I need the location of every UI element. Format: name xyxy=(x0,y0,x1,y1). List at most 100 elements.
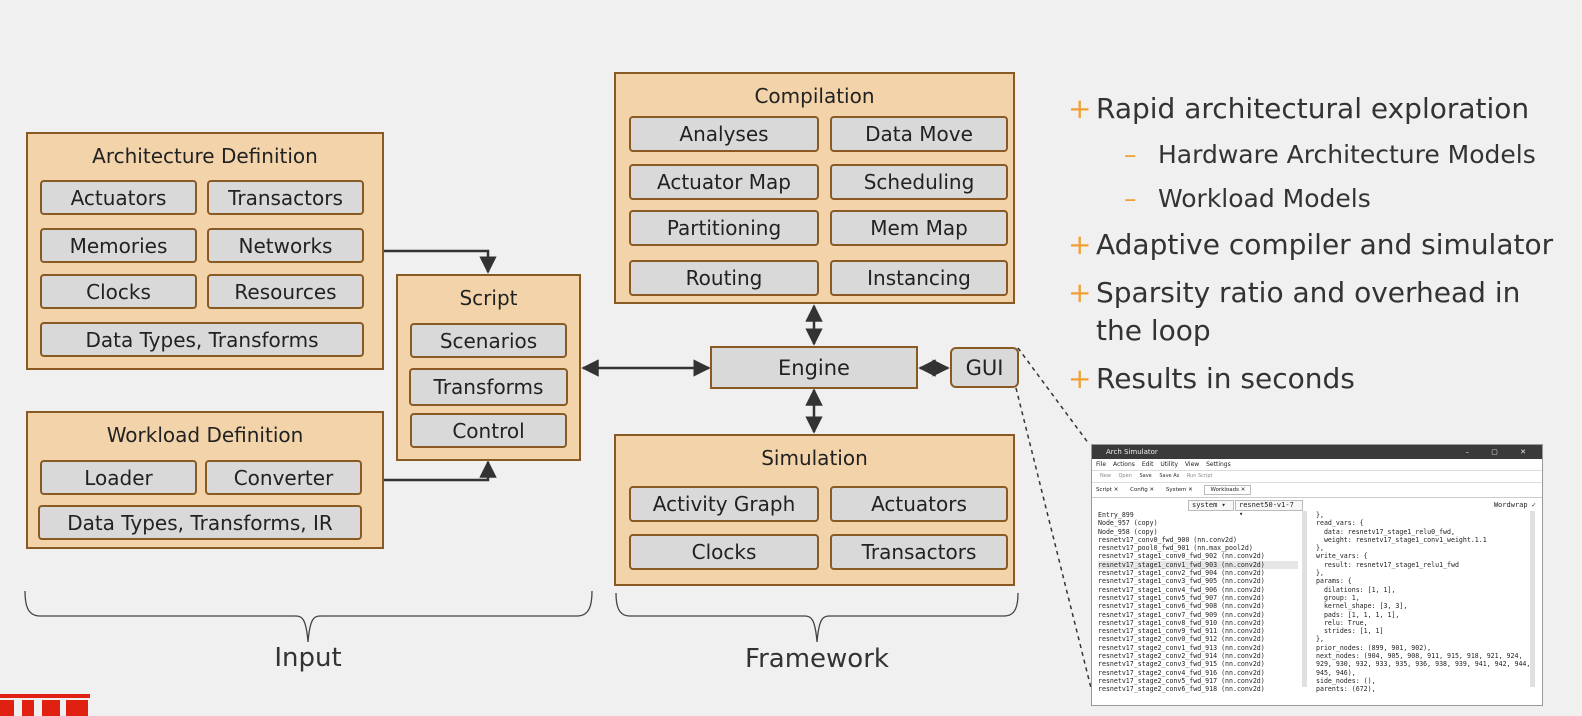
node-list-item[interactable]: resnetv17_stage2_conv3_fwd_915 (nn.conv2… xyxy=(1098,660,1265,669)
bullet-text: Adaptive compiler and simulator xyxy=(1096,228,1554,261)
actuators-box: Actuators xyxy=(40,180,197,215)
instancing-box: Instancing xyxy=(830,260,1008,296)
node-detail-view[interactable]: },read_vars: { data: resnetv17_stage1_re… xyxy=(1316,511,1538,694)
wordwrap-toggle[interactable]: Wordwrap ✓ xyxy=(1493,501,1536,509)
transforms-box: Transforms xyxy=(409,368,568,406)
open-button[interactable]: Open xyxy=(1118,473,1132,479)
red-logo-fragment xyxy=(0,694,90,716)
tab-workloads[interactable]: Workloads ✕ xyxy=(1204,485,1252,495)
save-as-button[interactable]: Save As xyxy=(1159,473,1180,479)
sim-clocks-box: Clocks xyxy=(629,534,819,570)
node-list-item[interactable]: resnetv17_stage1_conv4_fwd_906 (nn.conv2… xyxy=(1098,585,1265,594)
loader-box: Loader xyxy=(40,460,197,495)
sim-transactors-box: Transactors xyxy=(830,534,1008,570)
tab-config[interactable]: Config ✕ xyxy=(1130,487,1155,493)
analyses-box: Analyses xyxy=(629,116,819,152)
detail-line: pads: [1, 1, 1, 1], xyxy=(1316,610,1400,619)
node-list-item[interactable]: resnetv17_stage1_conv1_fwd_903 (nn.conv2… xyxy=(1098,560,1298,570)
node-list-item[interactable]: resnetv17_stage2_conv0_fwd_912 (nn.conv2… xyxy=(1098,635,1265,644)
plus-marker-icon: + xyxy=(1068,228,1092,261)
data-types-transforms-ir-box: Data Types, Transforms, IR xyxy=(38,505,362,540)
transactors-box: Transactors xyxy=(207,180,364,215)
plus-marker-icon: + xyxy=(1068,92,1092,125)
menu-edit[interactable]: Edit xyxy=(1141,461,1154,468)
plus-marker-icon: + xyxy=(1068,362,1092,395)
node-list-item[interactable]: resnetv17_stage1_conv5_fwd_907 (nn.conv2… xyxy=(1098,593,1265,602)
detail-line: }, xyxy=(1316,635,1324,644)
plus-marker-icon: + xyxy=(1068,276,1092,309)
node-list-item[interactable]: Node_958 (copy) xyxy=(1098,527,1158,536)
detail-line: result: resnetv17_stage1_relu1_fwd xyxy=(1316,560,1459,569)
menu-view[interactable]: View xyxy=(1184,461,1200,468)
sim-window-title: Arch Simulator xyxy=(1106,448,1158,456)
bullet-list: +Rapid architectural exploration –Hardwa… xyxy=(1068,90,1568,408)
save-button[interactable]: Save xyxy=(1139,473,1152,479)
detail-line: }, xyxy=(1316,544,1324,553)
menu-actions[interactable]: Actions xyxy=(1112,461,1135,468)
menu-utility[interactable]: Utility xyxy=(1160,461,1179,468)
node-list-item[interactable]: resnetv17_stage1_conv8_fwd_910 (nn.conv2… xyxy=(1098,618,1265,627)
node-list-item[interactable]: resnetv17_conv0_fwd_900 (nn.conv2d) xyxy=(1098,535,1237,544)
framework-label: Framework xyxy=(745,644,889,674)
node-list-item[interactable]: resnetv17_stage1_conv0_fwd_902 (nn.conv2… xyxy=(1098,552,1265,561)
sub-bullet-item: –Workload Models xyxy=(1068,182,1568,216)
detail-scrollbar[interactable] xyxy=(1530,511,1535,687)
control-box: Control xyxy=(410,413,567,448)
workload-definition-group: Workload Definition Loader Converter Dat… xyxy=(26,411,384,549)
sim-menu-bar: File Actions Edit Utility View Settings xyxy=(1092,459,1542,471)
detail-line: params: { xyxy=(1316,577,1352,586)
model-select[interactable]: resnet50-v1-7 ▾ xyxy=(1235,500,1303,518)
gui-box: GUI xyxy=(950,347,1019,388)
node-list-item[interactable]: resnetv17_stage2_conv5_fwd_917 (nn.conv2… xyxy=(1098,676,1265,685)
arch-to-script-arrow xyxy=(383,249,497,274)
architecture-definition-title: Architecture Definition xyxy=(92,144,318,168)
bullet-item: +Results in seconds xyxy=(1068,360,1568,398)
compilation-group: Compilation Analyses Data Move Actuator … xyxy=(614,72,1015,304)
node-list-item[interactable]: resnetv17_pool0_fwd_901 (nn.max_pool2d) xyxy=(1098,544,1253,553)
node-list-item[interactable]: resnetv17_stage2_conv2_fwd_914 (nn.conv2… xyxy=(1098,652,1265,661)
detail-line: prior_nodes: (899, 901, 902), xyxy=(1316,643,1432,652)
gui-callout-line-top xyxy=(1017,347,1090,445)
menu-settings[interactable]: Settings xyxy=(1206,461,1231,468)
window-controls-icon[interactable]: – ▢ ✕ xyxy=(1465,448,1536,456)
run-script-button[interactable]: Run Script xyxy=(1186,473,1213,479)
actuator-map-box: Actuator Map xyxy=(629,164,819,200)
node-list-item[interactable]: resnetv17_stage1_conv2_fwd_904 (nn.conv2… xyxy=(1098,569,1265,578)
bullet-text: Results in seconds xyxy=(1096,362,1355,395)
new-button[interactable]: New xyxy=(1100,473,1111,479)
detail-line: data: resnetv17_stage1_relu0_fwd, xyxy=(1316,527,1455,536)
sim-title-bar: Arch Simulator – ▢ ✕ xyxy=(1092,445,1542,459)
routing-box: Routing xyxy=(629,260,819,296)
system-select[interactable]: system ▾ xyxy=(1188,500,1234,511)
node-list-item[interactable]: resnetv17_stage1_conv3_fwd_905 (nn.conv2… xyxy=(1098,577,1265,586)
detail-line: relu: True, xyxy=(1316,618,1368,627)
menu-file[interactable]: File xyxy=(1096,461,1107,468)
detail-line: }, xyxy=(1316,511,1324,519)
tab-system[interactable]: System ✕ xyxy=(1165,487,1193,493)
node-list-item[interactable]: resnetv17_stage1_conv7_fwd_909 (nn.conv2… xyxy=(1098,610,1265,619)
input-brace xyxy=(24,590,593,643)
node-list-item[interactable]: resnetv17_stage2_conv1_fwd_913 (nn.conv2… xyxy=(1098,643,1265,652)
arch-simulator-window: Arch Simulator – ▢ ✕ File Actions Edit U… xyxy=(1091,444,1543,706)
detail-line: group: 1, xyxy=(1316,593,1360,602)
workload-definition-title: Workload Definition xyxy=(106,423,304,447)
architecture-definition-group: Architecture Definition Actuators Transa… xyxy=(26,132,384,370)
bullet-text: Rapid architectural exploration xyxy=(1096,92,1530,125)
detail-line: next_nodes: (904, 905, 908, 911, 915, 91… xyxy=(1316,652,1531,677)
node-list-item[interactable]: Entry_899 xyxy=(1098,511,1134,519)
node-list-item[interactable]: Node_957 (copy) xyxy=(1098,519,1158,528)
sim-toolbar: New Open Save Save As Run Script xyxy=(1092,471,1542,483)
bullet-text: Workload Models xyxy=(1158,184,1371,213)
node-list-item[interactable]: resnetv17_stage1_conv6_fwd_908 (nn.conv2… xyxy=(1098,602,1265,611)
tab-script[interactable]: Script ✕ xyxy=(1096,487,1119,493)
script-group: Script Scenarios Transforms Control xyxy=(396,274,581,461)
node-list-scrollbar[interactable] xyxy=(1302,511,1307,687)
node-list-item[interactable]: resnetv17_stage1_conv9_fwd_911 (nn.conv2… xyxy=(1098,627,1265,636)
detail-line: dilations: [1, 1], xyxy=(1316,585,1396,594)
detail-line: }, xyxy=(1316,569,1324,578)
sub-bullet-item: –Hardware Architecture Models xyxy=(1068,138,1568,172)
sim-tab-bar: Script ✕ Config ✕ System ✕ Workloads ✕ xyxy=(1092,483,1542,498)
node-list-item[interactable]: resnetv17_stage2_conv6_fwd_918 (nn.conv2… xyxy=(1098,685,1265,694)
node-list-item[interactable]: resnetv17_stage2_conv4_fwd_916 (nn.conv2… xyxy=(1098,668,1265,677)
